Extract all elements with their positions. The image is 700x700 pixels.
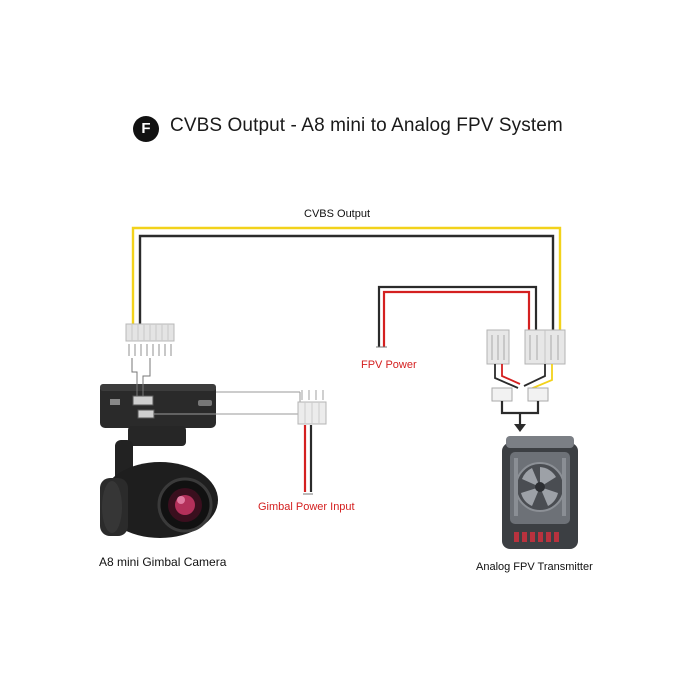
analog-fpv-transmitter-illustration — [502, 436, 578, 549]
cvbs-output-label: CVBS Output — [304, 208, 371, 220]
diagram-title: CVBS Output - A8 mini to Analog FPV Syst… — [170, 115, 563, 136]
fpv-power-cable — [376, 285, 538, 348]
gimbal-camera-illustration — [100, 358, 301, 538]
fan-icon — [521, 467, 558, 506]
fpv-connectors — [486, 329, 566, 415]
fpv-power-label: FPV Power — [361, 359, 417, 371]
transmitter-label: Analog FPV Transmitter — [476, 561, 593, 573]
camera-pin-header — [125, 323, 175, 356]
cvbs-cable — [131, 226, 562, 331]
section-badge: F — [133, 116, 159, 142]
camera-label: A8 mini Gimbal Camera — [99, 555, 227, 569]
gimbal-power-input-label: Gimbal Power Input — [258, 501, 355, 513]
arrow-down-icon — [514, 413, 526, 432]
gimbal-power-cable — [297, 390, 327, 495]
